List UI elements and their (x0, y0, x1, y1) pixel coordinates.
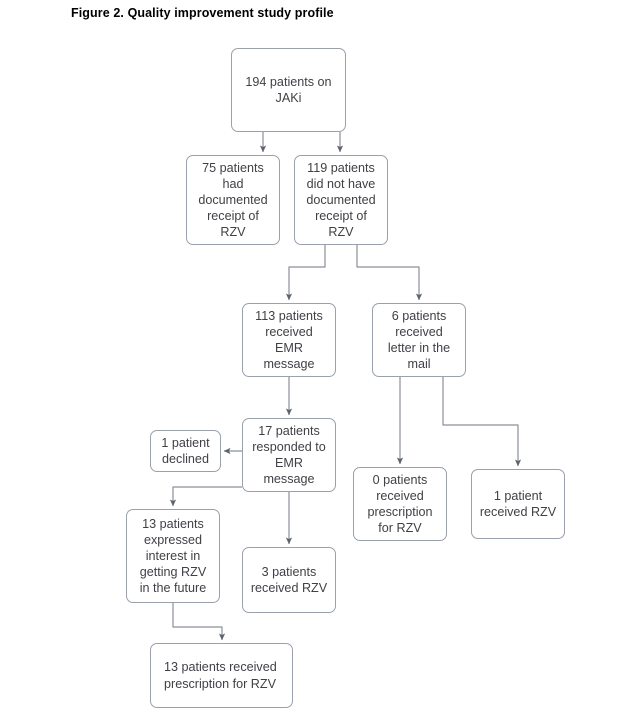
node-0-received-prescription-for-rzv-label: 0 patients received prescription for RZV (367, 472, 433, 536)
page-title: Figure 2. Quality improvement study prof… (71, 6, 334, 20)
node-6-received-letter-in-mail-label: 6 patients received letter in the mail (387, 308, 451, 372)
node-194-patients-on-jaki-label: 194 patients on JAKi (245, 74, 332, 105)
node-13-received-prescription-for-rzv: 13 patients received prescription for RZ… (150, 643, 293, 708)
node-13-received-prescription-for-rzv-label: 13 patients received prescription for RZ… (164, 660, 277, 691)
node-3-received-rzv-emr-arm-label: 3 patients received RZV (250, 564, 328, 595)
edge-6-to-1-received (442, 377, 522, 467)
edge-119-to-113 (285, 245, 326, 301)
node-1-patient-declined: 1 patient declined (150, 430, 221, 472)
node-6-received-letter-in-mail: 6 patients received letter in the mail (372, 303, 466, 377)
node-13-expressed-interest-future: 13 patients expressed interest in gettin… (126, 509, 220, 603)
edge-13-interest-to-13-prescription (172, 603, 226, 641)
node-194-patients-on-jaki: 194 patients on JAKi (231, 48, 346, 132)
node-75-documented-receipt: 75 patients had documented receipt of RZ… (186, 155, 280, 245)
node-119-no-documented-receipt: 119 patients did not have documented rec… (294, 155, 388, 245)
node-119-no-documented-receipt-label: 119 patients did not have documented rec… (306, 160, 376, 240)
node-3-received-rzv-emr-arm: 3 patients received RZV (242, 547, 336, 613)
edge-layer (169, 132, 522, 641)
node-13-expressed-interest-future-label: 13 patients expressed interest in gettin… (139, 516, 207, 596)
node-0-received-prescription-for-rzv: 0 patients received prescription for RZV (353, 467, 447, 541)
node-1-received-rzv-letter-arm-label: 1 patient received RZV (479, 488, 557, 519)
node-113-received-emr-message: 113 patients received EMR message (242, 303, 336, 377)
node-1-received-rzv-letter-arm: 1 patient received RZV (471, 469, 565, 539)
node-1-patient-declined-label: 1 patient declined (161, 435, 210, 466)
node-17-responded-to-emr-message: 17 patients responded to EMR message (242, 418, 336, 492)
node-17-responded-to-emr-message-label: 17 patients responded to EMR message (252, 423, 326, 487)
edge-119-to-6 (356, 245, 423, 301)
node-113-received-emr-message-label: 113 patients received EMR message (255, 308, 323, 372)
node-75-documented-receipt-label: 75 patients had documented receipt of RZ… (198, 160, 268, 240)
edge-17-to-13-interest (169, 486, 242, 507)
